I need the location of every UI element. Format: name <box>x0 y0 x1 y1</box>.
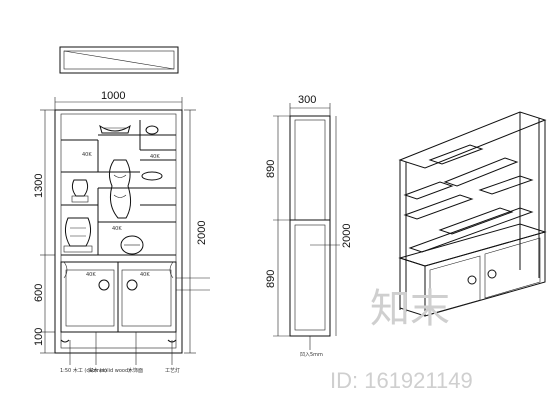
front-elevation: 1000 <box>33 90 210 374</box>
decor-tall-vase <box>108 159 132 219</box>
decor-round-pot <box>120 235 144 255</box>
svg-text:40K: 40K <box>86 272 96 278</box>
front-height-100: 100 <box>33 328 45 346</box>
side-elevation: 300 890 890 2000 凹入5mm <box>265 94 353 358</box>
svg-text:40K: 40K <box>140 272 150 278</box>
decor-small-vase <box>71 179 89 203</box>
svg-text:1:50 木工 (cabinet): 1:50 木工 (cabinet) <box>60 367 107 374</box>
front-width-label: 1000 <box>101 90 125 102</box>
side-height-lower: 890 <box>265 270 277 288</box>
side-total-height: 2000 <box>341 224 353 248</box>
svg-text:工艺灯: 工艺灯 <box>165 367 180 374</box>
decor-plate <box>141 125 163 181</box>
svg-text:40K: 40K <box>82 152 92 158</box>
side-bottom-label: 凹入5mm <box>300 352 323 358</box>
top-plan-view <box>59 46 179 74</box>
svg-text:40K: 40K <box>150 154 160 160</box>
watermark-logo: 知末 <box>370 286 450 332</box>
svg-text:木饰面: 木饰面 <box>128 367 143 374</box>
side-height-upper: 890 <box>265 160 277 178</box>
watermark-id: ID: 161921149 <box>330 368 473 393</box>
svg-text:40K: 40K <box>112 226 122 232</box>
front-height-600: 600 <box>33 284 45 302</box>
front-total-height: 2000 <box>196 221 208 245</box>
decor-bowl <box>99 124 131 134</box>
svg-text:实木 (solid wood): 实木 (solid wood) <box>88 367 130 374</box>
perspective-view <box>398 111 547 317</box>
front-height-1300: 1300 <box>33 174 45 198</box>
watermark: 知末 ID: 161921149 <box>330 286 473 393</box>
decor-jar <box>63 217 93 253</box>
side-depth-label: 300 <box>298 94 316 106</box>
